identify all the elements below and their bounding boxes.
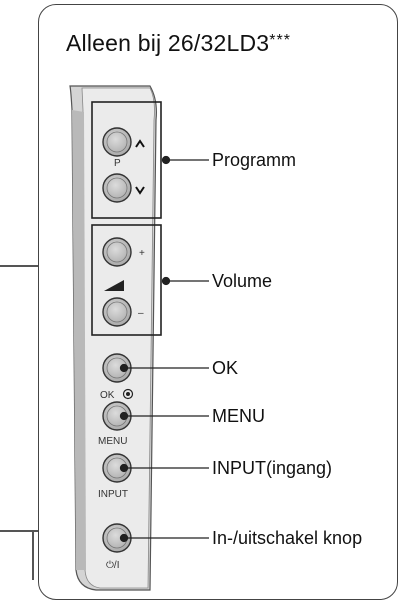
volume-plus-button[interactable] — [102, 237, 132, 267]
power-button-label: ⏻/I — [106, 560, 119, 571]
page-edge-line-top — [0, 265, 38, 267]
callout-leaders — [119, 155, 209, 543]
ok-button[interactable] — [102, 353, 132, 383]
programm-down-button[interactable] — [102, 173, 132, 203]
input-button-label: INPUT — [98, 489, 128, 500]
callout-menu: MENU — [212, 406, 265, 426]
diagram-title: Alleen bij 26/32LD3*** — [66, 30, 291, 57]
ok-dot-icon — [122, 388, 134, 400]
power-button[interactable] — [102, 523, 132, 553]
volume-minus-button[interactable] — [102, 297, 132, 327]
volume-group-box — [91, 224, 162, 336]
programm-group-box — [91, 101, 162, 219]
title-text: Alleen bij 26/32LD3 — [66, 30, 270, 56]
tv-side-panel — [69, 85, 157, 591]
ok-button-label: OK — [100, 390, 115, 401]
volume-plus-label: + — [139, 248, 145, 259]
chevron-up-icon — [135, 139, 145, 148]
callout-ok: OK — [212, 358, 239, 378]
page-edge-line-vertical — [32, 530, 34, 580]
title-stars: *** — [269, 32, 291, 49]
volume-minus-label: – — [138, 308, 144, 319]
menu-button-label: MENU — [98, 436, 127, 447]
programm-up-button[interactable] — [102, 127, 132, 157]
callout-volume: Volume — [212, 271, 273, 291]
programm-p-label: P — [114, 158, 121, 169]
callout-input: INPUT(ingang) — [212, 458, 333, 478]
chevron-down-icon — [135, 186, 145, 195]
callout-power: In-/uitschakel knop — [212, 528, 363, 548]
page-edge-line-bottom — [0, 530, 38, 532]
callout-programm: Programm — [212, 150, 297, 170]
volume-wedge-icon — [104, 280, 124, 291]
